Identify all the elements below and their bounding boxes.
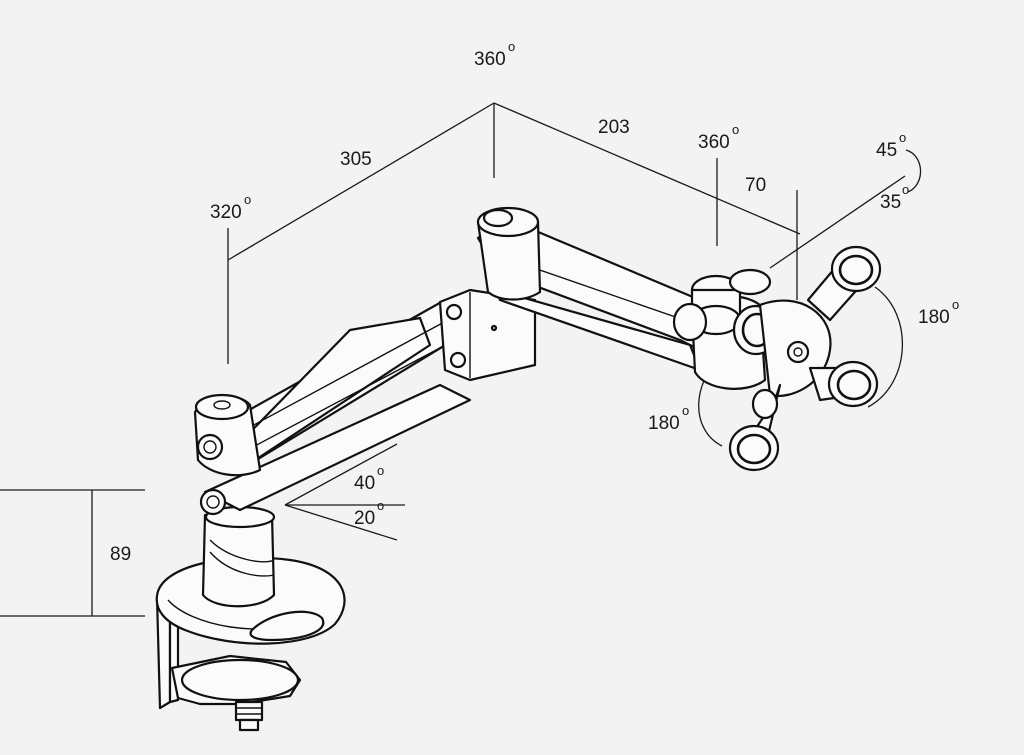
svg-text:40: 40 (354, 473, 375, 494)
support-column (201, 505, 276, 608)
label-70: 70 (745, 175, 766, 196)
angle-labels: 360 o 360 o 320 o 45 o 35 o 180 o 180 o … (210, 39, 959, 529)
svg-text:o: o (952, 297, 959, 312)
monitor-head (672, 245, 882, 472)
angle-base-rotation: 320 o (210, 192, 251, 223)
svg-text:35: 35 (880, 192, 901, 213)
label-305: 305 (340, 149, 372, 170)
angle-lift-down: 20 o (354, 498, 384, 529)
svg-text:o: o (732, 122, 739, 137)
svg-text:o: o (508, 39, 515, 54)
svg-text:45: 45 (876, 140, 897, 161)
angle-tilt-down: 35 o (880, 182, 909, 213)
angle-pan: 180 o (918, 297, 959, 328)
svg-text:o: o (902, 182, 909, 197)
svg-text:360: 360 (698, 132, 730, 153)
svg-text:180: 180 (648, 413, 680, 434)
dimension-lines (0, 102, 922, 617)
svg-text:o: o (377, 498, 384, 513)
angle-elbow: 360 o (698, 122, 739, 153)
svg-text:180: 180 (918, 307, 950, 328)
lower-arm (193, 298, 472, 516)
svg-text:o: o (244, 192, 251, 207)
elbow-joint (438, 288, 537, 382)
angle-tilt-up: 45 o (876, 130, 906, 161)
dimension-labels: 305 203 70 89 (110, 117, 766, 565)
svg-text:20: 20 (354, 508, 375, 529)
svg-text:360: 360 (474, 49, 506, 70)
svg-text:o: o (682, 403, 689, 418)
svg-text:o: o (899, 130, 906, 145)
svg-text:o: o (377, 463, 384, 478)
label-203: 203 (598, 117, 630, 138)
upper-arm (476, 206, 702, 372)
angle-rotate: 180 o (648, 403, 689, 434)
angle-lift-up: 40 o (354, 463, 384, 494)
svg-text:320: 320 (210, 202, 242, 223)
label-89: 89 (110, 544, 131, 565)
angle-top-pivot: 360 o (474, 39, 515, 70)
